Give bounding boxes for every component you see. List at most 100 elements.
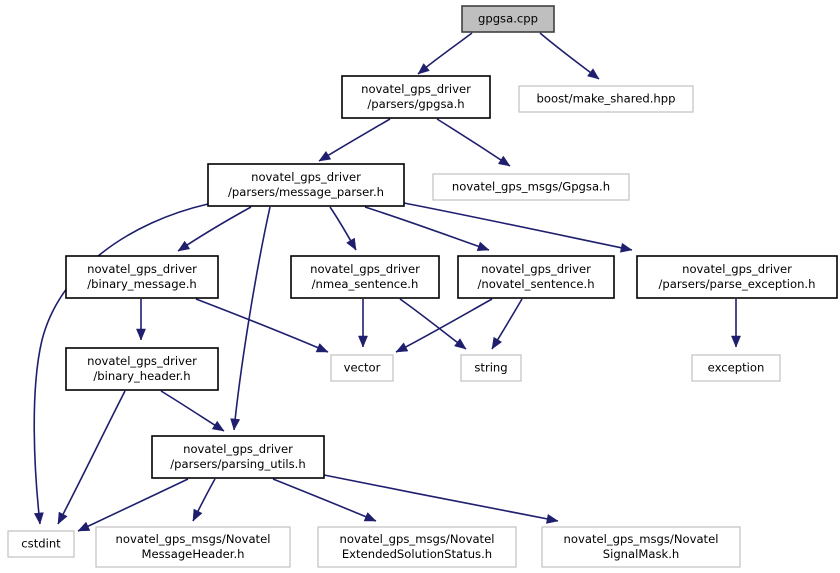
edge-message_parser_h-to-novatel_sentence_h	[364, 206, 490, 251]
edge-message_parser_h-to-cstdint	[33, 203, 209, 525]
edge-message_parser_h-to-binary_message_h	[177, 206, 252, 252]
edge-binary_header_h-to-cstdint	[57, 390, 126, 525]
node-box[interactable]	[341, 75, 491, 119]
node-label: novatel_gps_driver	[87, 354, 197, 368]
edge-parsing_utils_h-to-novatel_message_header_h	[192, 478, 216, 522]
node-box[interactable]	[330, 354, 394, 382]
arrowhead-icon	[136, 328, 146, 341]
edge-line	[272, 478, 377, 522]
node-label: novatel_gps_msgs/Novatel	[564, 532, 719, 546]
edge-novatel_sentence_h-to-string	[491, 298, 523, 350]
node-label: vector	[344, 361, 381, 375]
node-binary_message_h[interactable]: novatel_gps_driver/binary_message.h	[65, 255, 219, 299]
node-cstdint[interactable]: cstdint	[7, 530, 75, 558]
node-label: novatel_gps_driver	[251, 170, 361, 184]
edge-message_parser_h-to-parse_exception_h	[403, 202, 633, 253]
arrowhead-icon	[346, 237, 357, 251]
edge-line	[399, 298, 467, 350]
node-box[interactable]	[541, 526, 741, 568]
node-box[interactable]	[95, 526, 291, 568]
arrowhead-icon	[318, 150, 332, 162]
edge-parsing_utils_h-to-cstdint	[77, 478, 189, 532]
node-box[interactable]	[7, 530, 75, 558]
edge-line	[33, 203, 209, 525]
node-label: SignalMask.h	[603, 547, 680, 561]
edge-line	[57, 390, 126, 525]
arrowhead-icon	[619, 242, 633, 253]
edge-message_parser_h-to-parsing_utils_h	[230, 206, 271, 431]
node-label: ExtendedSolutionStatus.h	[342, 547, 492, 561]
node-exception[interactable]: exception	[691, 354, 781, 382]
node-label: /parsers/parsing_utils.h	[170, 457, 305, 471]
node-box[interactable]	[461, 5, 555, 33]
arrowhead-icon	[491, 336, 503, 350]
edge-line	[403, 202, 633, 251]
node-box[interactable]	[691, 354, 781, 382]
arrowhead-icon	[417, 63, 430, 75]
node-label: MessageHeader.h	[142, 547, 245, 561]
node-box[interactable]	[457, 255, 615, 299]
arrowhead-icon	[33, 512, 44, 525]
node-parse_exception_h[interactable]: novatel_gps_driver/parsers/parse_excepti…	[636, 255, 838, 299]
node-box[interactable]	[432, 173, 630, 201]
arrowhead-icon	[546, 514, 559, 524]
edge-line	[364, 206, 490, 251]
node-label: exception	[708, 361, 765, 375]
node-label: novatel_gps_driver	[481, 262, 591, 276]
arrowhead-icon	[177, 240, 191, 252]
edge-line	[323, 474, 559, 522]
node-label: boost/make_shared.hpp	[537, 92, 676, 106]
node-box[interactable]	[207, 163, 405, 207]
node-boost_make_shared[interactable]: boost/make_shared.hpp	[518, 85, 694, 113]
arrowhead-icon	[315, 343, 329, 353]
node-novatel_sentence_h[interactable]: novatel_gps_driver/novatel_sentence.h	[457, 255, 615, 299]
node-box[interactable]	[65, 347, 219, 391]
node-label: novatel_gps_driver	[682, 262, 792, 276]
node-message_parser_h[interactable]: novatel_gps_driver/parsers/message_parse…	[207, 163, 405, 207]
node-label: /nmea_sentence.h	[312, 277, 419, 291]
node-label: /parsers/message_parser.h	[228, 185, 384, 199]
arrowhead-icon	[77, 521, 91, 532]
edge-parsing_utils_h-to-novatel_signal_mask_h	[323, 474, 559, 524]
arrowhead-icon	[454, 338, 467, 350]
node-msgs_gpgsa_h[interactable]: novatel_gps_msgs/Gpgsa.h	[432, 173, 630, 201]
edge-parsers_gpgsa_h-to-message_parser_h	[318, 118, 391, 162]
node-parsing_utils_h[interactable]: novatel_gps_driver/parsers/parsing_utils…	[151, 435, 325, 479]
edge-line	[233, 206, 271, 431]
node-box[interactable]	[636, 255, 838, 299]
node-box[interactable]	[65, 255, 219, 299]
edge-line	[177, 206, 252, 252]
edge-nmea_sentence_h-to-string	[399, 298, 467, 350]
edge-parse_exception_h-to-exception	[731, 299, 741, 348]
node-novatel_extended_solution_status_h[interactable]: novatel_gps_msgs/NovatelExtendedSolution…	[317, 526, 517, 568]
node-binary_header_h[interactable]: novatel_gps_driver/binary_header.h	[65, 347, 219, 391]
node-string[interactable]: string	[460, 354, 522, 382]
node-box[interactable]	[290, 255, 440, 299]
node-gpgsa_cpp[interactable]: gpgsa.cpp	[461, 5, 555, 33]
arrowhead-icon	[57, 511, 68, 525]
edge-gpgsa_cpp-to-parsers_gpgsa_h	[417, 32, 473, 75]
node-box[interactable]	[460, 354, 522, 382]
edge-line	[77, 478, 189, 532]
node-label: gpgsa.cpp	[478, 12, 538, 26]
node-box[interactable]	[151, 435, 325, 479]
node-label: /parsers/gpgsa.h	[367, 97, 464, 111]
edge-line	[318, 118, 391, 162]
edge-novatel_sentence_h-to-vector	[395, 298, 493, 353]
node-vector[interactable]: vector	[330, 354, 394, 382]
arrowhead-icon	[211, 420, 225, 432]
node-parsers_gpgsa_h[interactable]: novatel_gps_driver/parsers/gpgsa.h	[341, 75, 491, 119]
node-label: /novatel_sentence.h	[477, 277, 594, 291]
node-label: /binary_header.h	[93, 369, 190, 383]
node-nmea_sentence_h[interactable]: novatel_gps_driver/nmea_sentence.h	[290, 255, 440, 299]
arrowhead-icon	[395, 342, 409, 353]
node-box[interactable]	[518, 85, 694, 113]
nodes-layer: gpgsa.cpp novatel_gps_driver/parsers/gpgs…	[7, 5, 838, 568]
node-label: /binary_message.h	[87, 277, 197, 291]
node-box[interactable]	[317, 526, 517, 568]
node-label: novatel_gps_msgs/Novatel	[340, 532, 495, 546]
